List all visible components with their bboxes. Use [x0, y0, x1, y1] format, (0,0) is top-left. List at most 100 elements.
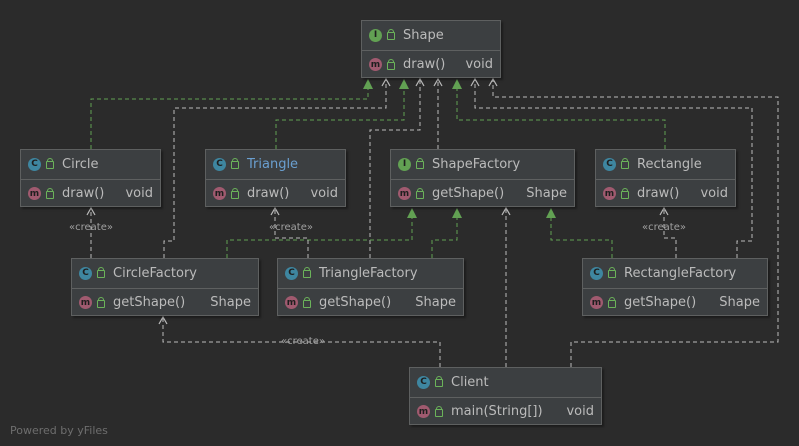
class-name: RectangleFactory [624, 265, 737, 281]
return-type: Shape [415, 295, 456, 310]
method-name: draw() [637, 186, 680, 201]
method-icon: m [369, 58, 382, 71]
method-name: getShape() [113, 295, 186, 310]
dependency-arrowhead [381, 77, 391, 87]
method-name: getShape() [432, 186, 505, 201]
class-name: Rectangle [637, 156, 702, 172]
dependency-arrowhead [415, 77, 425, 87]
implements-arrowhead [363, 79, 373, 89]
class-icon: C [213, 157, 226, 171]
edge-rectangle-implements-shape [456, 80, 666, 149]
create-label-circlefactory: «create» [281, 336, 325, 347]
public-lock-icon [608, 267, 616, 278]
class-name: TriangleFactory [319, 265, 418, 281]
method-name: main(String[]) [451, 404, 543, 419]
implements-arrowhead [452, 208, 462, 218]
method-name: draw() [247, 186, 290, 201]
edge-trianglefactory-implements-shapefactory [431, 209, 458, 258]
edge-rectanglefactory-implements-shapefactory [550, 209, 613, 258]
edge-circlefactory-implements-shapefactory [226, 209, 413, 258]
method-icon: m [28, 187, 41, 200]
public-lock-icon [435, 376, 443, 387]
dependency-arrowhead [501, 206, 511, 216]
class-name: CircleFactory [113, 265, 197, 281]
edge-trianglefactory-creates-triangle [274, 209, 309, 258]
create-arrowhead [86, 206, 96, 216]
edge-client-creates-circlefactory [162, 318, 441, 367]
method-name: getShape() [624, 295, 697, 310]
implements-arrowhead [452, 79, 462, 89]
create-arrowhead [158, 315, 168, 325]
class-icon: C [28, 157, 41, 171]
method-icon: m [417, 405, 430, 418]
public-lock-icon [435, 405, 443, 417]
method-icon: m [603, 187, 616, 200]
class-header[interactable]: C Circle [21, 150, 160, 178]
class-header[interactable]: C TriangleFactory [278, 259, 463, 287]
dependency-arrowhead [488, 77, 498, 87]
edge-client-uses-shape [492, 80, 779, 367]
implements-arrowhead [399, 79, 409, 89]
implements-arrowhead [546, 208, 556, 218]
public-lock-icon [231, 158, 239, 169]
return-type: void [566, 404, 594, 419]
method-name: draw() [403, 57, 446, 72]
return-type: Shape [526, 186, 567, 201]
public-lock-icon [97, 296, 105, 308]
public-lock-icon [303, 267, 311, 278]
interface-icon: I [398, 157, 411, 171]
dependency-arrowhead [433, 77, 443, 87]
create-arrowhead [270, 206, 280, 216]
class-name: Shape [403, 27, 444, 43]
class-node-circle[interactable]: C Circle m draw() void [20, 149, 161, 207]
public-lock-icon [97, 267, 105, 278]
dependency-arrowhead [470, 77, 480, 87]
public-lock-icon [621, 158, 629, 169]
public-lock-icon [621, 187, 629, 199]
return-type: void [310, 186, 338, 201]
method-name: draw() [62, 186, 105, 201]
class-icon: C [590, 266, 603, 280]
return-type: void [125, 186, 153, 201]
implements-arrowhead [407, 208, 417, 218]
method-icon: m [590, 296, 603, 309]
edge-circle-implements-shape [90, 80, 369, 149]
method-row[interactable]: m main(String[]) void [410, 397, 601, 425]
class-icon: C [417, 375, 430, 389]
public-lock-icon [387, 58, 395, 70]
edge-rectanglefactory-creates-rectangle [663, 209, 677, 258]
public-lock-icon [608, 296, 616, 308]
class-header[interactable]: C RectangleFactory [583, 259, 767, 287]
public-lock-icon [416, 158, 424, 169]
edge-circlefactory-uses-shape [163, 80, 387, 258]
public-lock-icon [416, 187, 424, 199]
create-label-rectangle: «create» [642, 222, 686, 233]
class-name: Circle [62, 156, 99, 172]
class-icon: C [285, 266, 298, 280]
method-row[interactable]: m draw() void [21, 179, 160, 207]
return-type: Shape [210, 295, 251, 310]
create-label-triangle: «create» [269, 222, 313, 233]
footer-watermark: Powered by yFiles [10, 424, 108, 437]
